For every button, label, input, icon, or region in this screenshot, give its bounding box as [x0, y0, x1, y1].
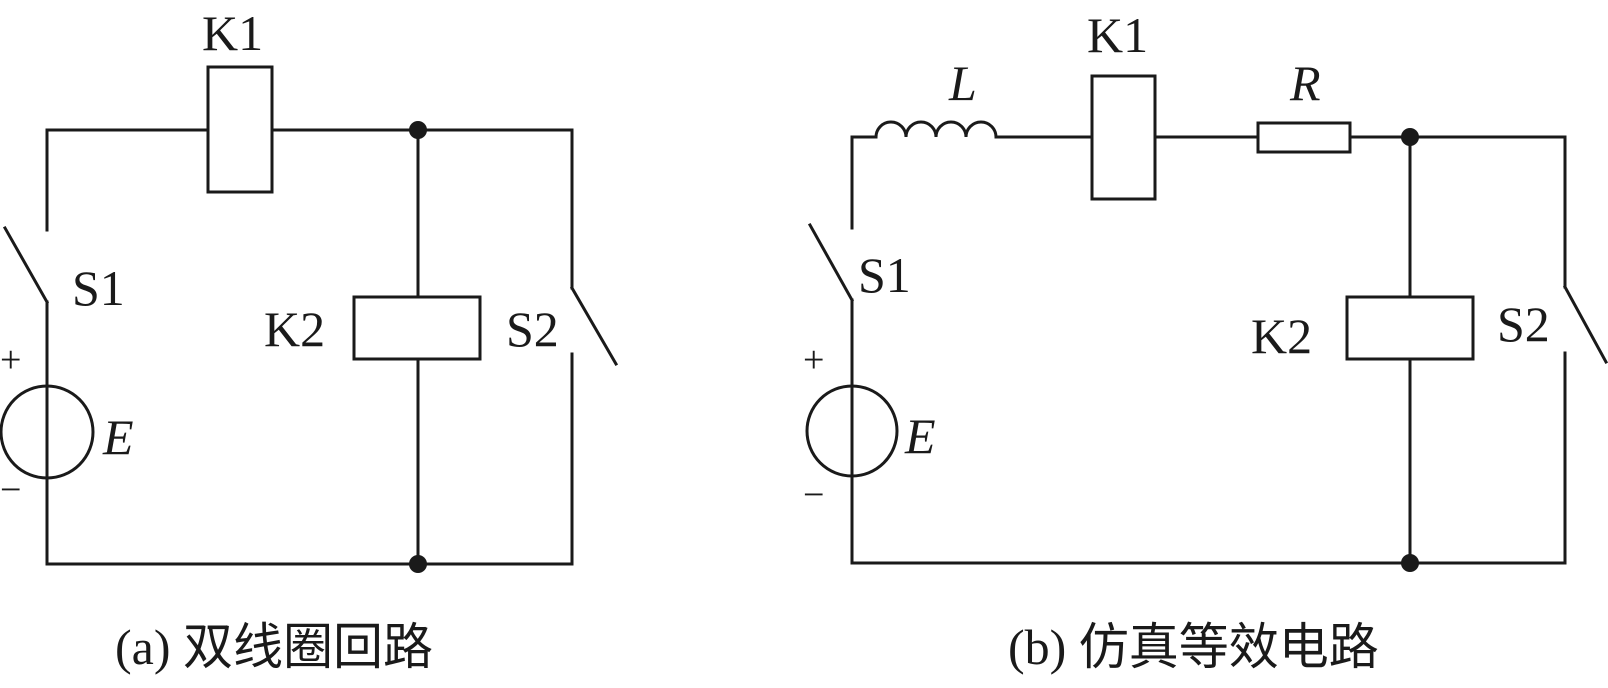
circuit-a-s2-label: S2: [506, 301, 559, 357]
circuit-a-caption: (a) 双线圈回路: [115, 619, 433, 675]
circuit-b-plus-sign: +: [803, 339, 824, 381]
circuit-a-s1-label: S1: [72, 260, 125, 316]
circuit-b-l-label: L: [948, 55, 977, 111]
circuit-a: K1 S1 K2 S2 E + − (a) 双线圈回路: [0, 5, 619, 675]
circuit-b-s1-switch: [807, 222, 855, 303]
circuit-a-k2-label: K2: [264, 301, 325, 357]
circuit-a-e-label: E: [102, 409, 134, 465]
circuit-b-k2-coil: [1345, 295, 1475, 361]
circuit-b-caption: (b) 仿真等效电路: [1008, 619, 1379, 675]
circuit-b-k2-label: K2: [1251, 308, 1312, 364]
circuit-a-minus-sign: −: [0, 469, 21, 511]
circuit-b-junction-top: [1401, 128, 1419, 146]
circuit-a-plus-sign: +: [0, 339, 21, 381]
circuit-b-junction-bottom: [1401, 554, 1419, 572]
circuit-b-k1-label: K1: [1087, 7, 1148, 63]
circuit-b-minus-sign: −: [803, 474, 824, 516]
circuit-b-r-label: R: [1289, 55, 1321, 111]
circuit-a-k2-coil: [352, 295, 482, 361]
circuit-a-junction-bottom: [409, 555, 427, 573]
circuit-a-s1-switch: [2, 225, 50, 305]
circuit-b: L K1 R S1 K2 S2 E + − (b) 仿真等效电路: [803, 7, 1608, 675]
circuit-b-resistor: [1256, 121, 1352, 154]
circuit-a-junction-top: [409, 121, 427, 139]
circuit-b-inductor: [874, 120, 998, 139]
circuit-a-k1-coil: [206, 65, 274, 194]
circuit-b-k1-coil: [1090, 74, 1157, 201]
circuit-b-e-label: E: [904, 408, 936, 464]
circuit-b-s2-switch: [1562, 284, 1608, 365]
circuit-b-s1-label: S1: [858, 247, 911, 303]
circuit-a-s2-switch: [569, 285, 619, 367]
circuit-b-s2-label: S2: [1497, 296, 1550, 352]
circuit-a-k1-label: K1: [202, 5, 263, 61]
